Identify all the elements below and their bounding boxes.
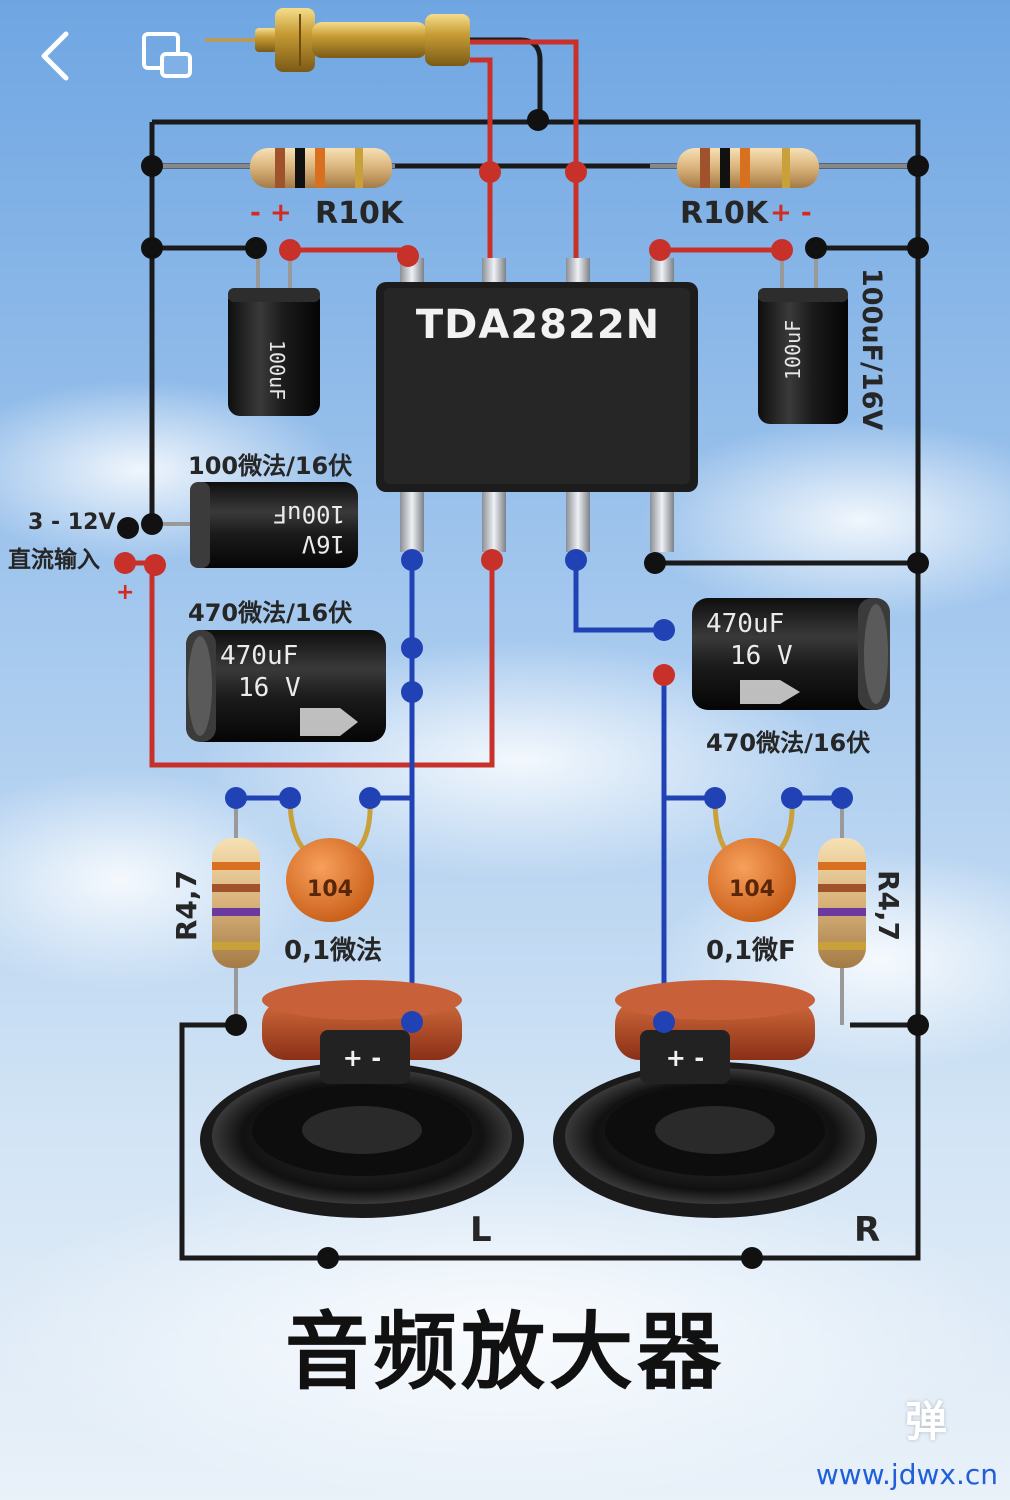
power-voltage-label: 3 - 12V: [28, 510, 116, 535]
speaker-left: + -: [200, 980, 524, 1218]
capacitor-470uf-left: 470uF 16 V: [186, 630, 386, 742]
picture-in-picture-icon: [142, 32, 192, 78]
resistor-r10k-right: [650, 148, 918, 188]
diagram-title: 音频放大器: [284, 1303, 725, 1401]
chevron-left-icon: [41, 31, 69, 81]
svg-text:470uF: 470uF: [220, 641, 298, 671]
svg-text:16 V: 16 V: [238, 673, 301, 703]
svg-text:16V: 16V: [302, 530, 345, 558]
audio-jack-connector: [205, 8, 470, 72]
svg-text:104: 104: [307, 877, 353, 902]
resistor-small-right-label: R4,7: [872, 870, 905, 942]
ceramic-capacitor-right: 104: [708, 797, 796, 922]
svg-text:100uF: 100uF: [273, 500, 345, 528]
cap-100-left-label: 100微法/16伏: [188, 452, 353, 480]
ceramic-capacitor-left: 104: [286, 797, 374, 922]
ic-chip-tda2822n: [376, 258, 698, 552]
watermark-url: www.jdwx.cn: [815, 1458, 998, 1491]
svg-text:+ -: + -: [343, 1044, 381, 1072]
cap-470-left-label: 470微法/16伏: [188, 599, 353, 627]
resistor-right-label: R10K: [680, 196, 769, 231]
resistor-right-polarity: + -: [770, 198, 812, 228]
power-input-label: 直流输入: [8, 547, 100, 573]
danmu-toggle-button[interactable]: 弹: [905, 1397, 948, 1446]
ic-label: TDA2822N: [415, 302, 661, 348]
junction-dots-red: [114, 161, 793, 686]
resistor-r47-right: [818, 798, 866, 1025]
capacitor-100uf-right: 100uF: [758, 250, 848, 424]
svg-text:+ -: + -: [666, 1044, 704, 1072]
ceramic-right-label: 0,1微F: [706, 936, 796, 966]
svg-text:104: 104: [729, 877, 775, 902]
resistor-small-left-label: R4,7: [170, 870, 203, 942]
back-button[interactable]: [36, 28, 76, 84]
speaker-left-label: L: [470, 1210, 492, 1250]
svg-text:16 V: 16 V: [730, 641, 793, 671]
speaker-right-label: R: [854, 1210, 881, 1250]
capacitor-470uf-right: 470uF 16 V: [692, 598, 890, 710]
svg-text:470uF: 470uF: [706, 609, 784, 639]
picture-in-picture-button[interactable]: [140, 30, 196, 82]
resistor-r47-left: [212, 798, 260, 1025]
resistor-left-polarity: - +: [250, 198, 292, 228]
cap-470-right-label: 470微法/16伏: [706, 729, 871, 757]
ceramic-left-label: 0,1微法: [284, 936, 383, 966]
resistor-left-label: R10K: [315, 196, 404, 231]
svg-text:100uF: 100uF: [781, 320, 805, 380]
junction-dots-black: [117, 109, 929, 1269]
power-polarity-label: +: [116, 580, 135, 605]
speaker-right: + -: [553, 980, 877, 1218]
capacitor-100uf-left: 100uF: [228, 250, 320, 416]
resistor-r10k-left: [152, 148, 395, 188]
cap-100-right-label: 100uF/16V: [856, 268, 887, 431]
capacitor-100uf-mid: 100uF 16V: [152, 482, 358, 568]
junction-dots-blue: [225, 549, 853, 1033]
svg-text:100uF: 100uF: [265, 340, 289, 400]
